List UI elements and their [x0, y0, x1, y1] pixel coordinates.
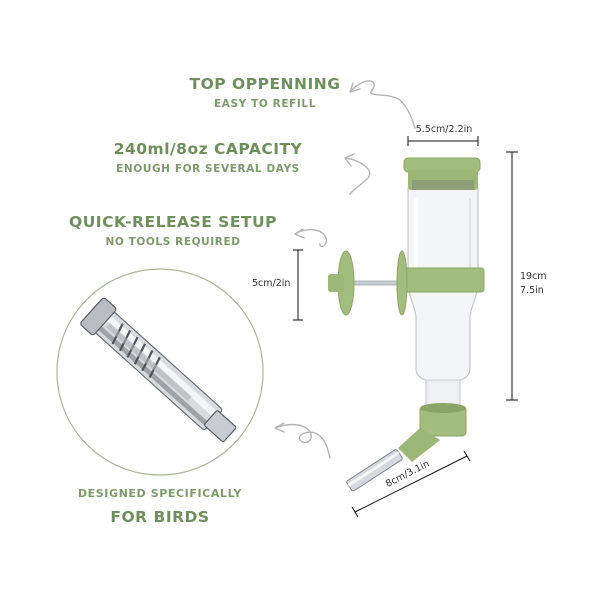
dim-spout: [351, 450, 471, 518]
detail-circle: [56, 268, 264, 476]
arrow-birds: [274, 423, 331, 459]
dim-height: [506, 151, 518, 401]
arrow-capacity: [344, 157, 371, 195]
spout: [346, 403, 467, 492]
dim-height-label-in: 7.5in: [520, 285, 544, 296]
arrow-release: [294, 229, 328, 248]
dim-mount: [293, 249, 303, 321]
feature-capacity-subtitle: ENOUGH FOR SEVERAL DAYS: [116, 163, 300, 175]
valve-closeup: [80, 297, 237, 443]
dim-height-label-cm: 19cm: [520, 271, 547, 282]
arrow-top: [349, 80, 416, 129]
dim-mount-label: 5cm/2in: [252, 278, 291, 289]
feature-release-title: QUICK-RELEASE SETUP: [69, 213, 277, 231]
footer-line2: FOR BIRDS: [110, 508, 210, 526]
feature-release-subtitle: NO TOOLS REQUIRED: [105, 236, 241, 248]
feature-capacity-title: 240ml/8oz CAPACITY: [113, 140, 303, 158]
feature-top-title: TOP OPPENNING: [189, 75, 341, 93]
feature-top-subtitle: EASY TO REFILL: [214, 98, 316, 110]
dim-top: [407, 136, 479, 146]
dim-top-label: 5.5cm/2.2in: [415, 124, 473, 135]
footer-line1: DESIGNED SPECIFICALLY: [77, 487, 243, 500]
bottle: [403, 157, 485, 407]
mount: [328, 250, 408, 316]
callout-arrows: [274, 80, 416, 459]
